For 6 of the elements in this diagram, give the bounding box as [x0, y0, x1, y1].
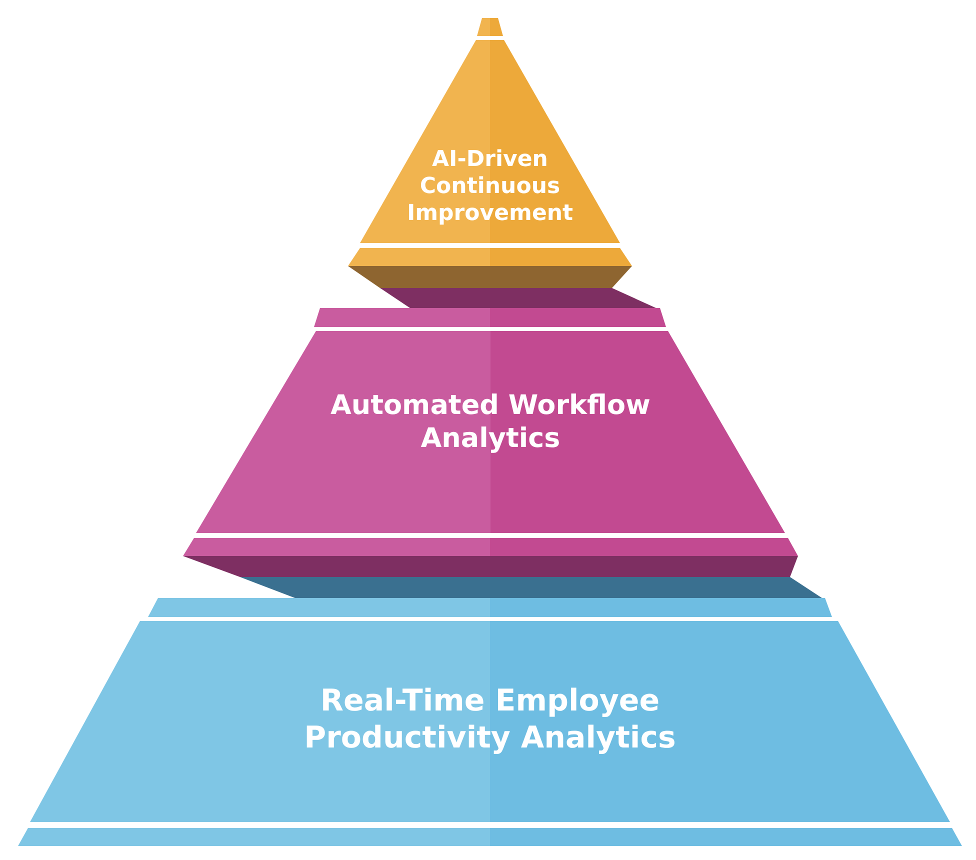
pyramid-tier	[196, 331, 785, 533]
tier-label: AI-Driven Continuous Improvement	[406, 146, 574, 228]
tier-label: Automated Workflow Analytics	[329, 390, 652, 456]
pyramid-tier	[360, 40, 620, 243]
pyramid-tier	[30, 621, 950, 822]
tier-label: Real-Time Employee Productivity Analytics	[303, 683, 677, 757]
